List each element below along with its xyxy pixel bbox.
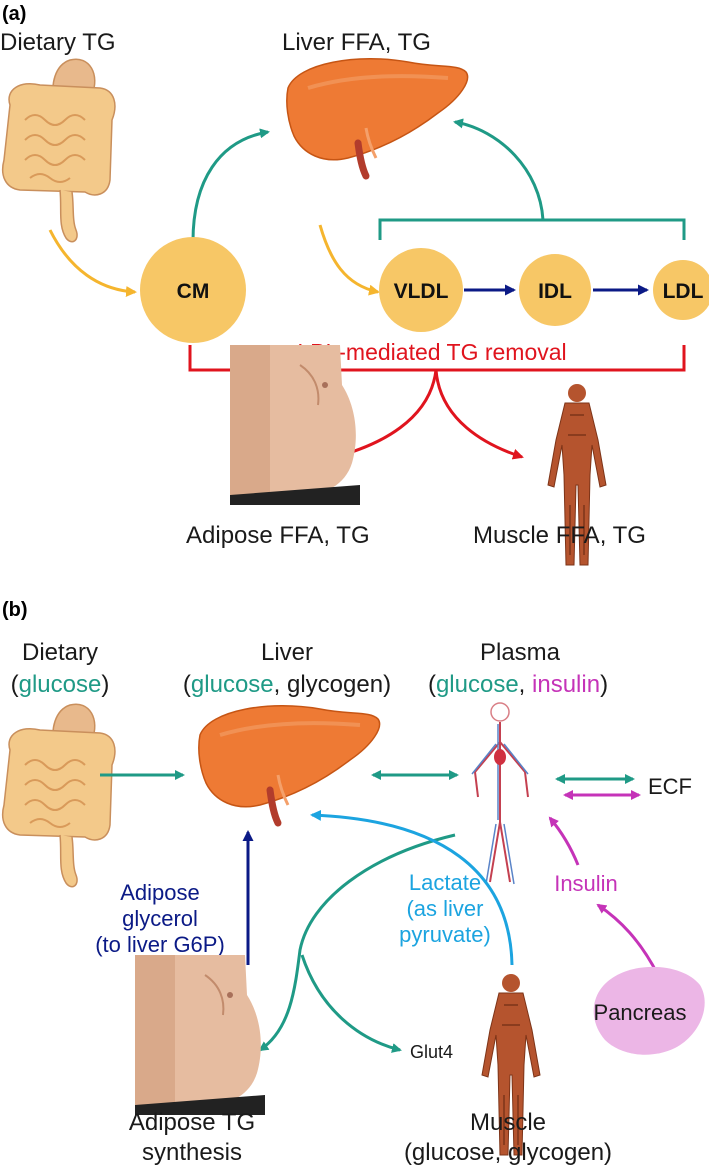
plasma-to-adipose-arrow (258, 833, 456, 1052)
dietary-label: Dietary (22, 639, 98, 666)
dietary-to-cm-arrow (48, 229, 137, 297)
pancreas-icon (593, 966, 705, 1055)
ecf-label: ECF (648, 774, 692, 799)
pancreas-label: Pancreas (594, 1000, 687, 1025)
pancreas-to-insulin-arrow (596, 903, 660, 976)
adipose-tg-line2: synthesis (142, 1139, 242, 1166)
lactate-to-liver-arrow (310, 809, 514, 966)
glut4-label: Glut4 (410, 1042, 453, 1062)
muscle-b-line1: Muscle (470, 1109, 546, 1136)
lpl-label: LPL-mediated TG removal (297, 339, 566, 365)
vldl-node (379, 248, 463, 332)
cm-label: CM (177, 280, 210, 303)
panel-a-label: (a) (2, 3, 26, 25)
intestine-icon (1, 58, 116, 243)
idl-node (519, 254, 591, 326)
insulin-label: Insulin (554, 871, 618, 896)
cm-node (140, 237, 246, 343)
liver-b-label: Liver (261, 639, 313, 666)
plasma-insulin-word: insulin (532, 671, 600, 698)
adipose-tg-line1: Adipose TG (129, 1109, 255, 1136)
cm-to-liver-arrow (191, 128, 270, 246)
insulin-to-plasma-arrow (548, 816, 580, 866)
adipose-glycerol-line3: (to liver G6P) (95, 932, 225, 957)
dietary-glucose-line: (glucose) (11, 671, 110, 698)
vldl-label: VLDL (394, 280, 449, 303)
liver-to-vldl-arrow (318, 224, 380, 296)
ldl-label: LDL (663, 280, 704, 303)
muscle-b-line2: (glucose, glycogen) (404, 1139, 612, 1166)
liver-b-icon (199, 706, 380, 823)
lpl-to-muscle-arrow (434, 369, 524, 460)
intestine-b-icon (1, 703, 116, 888)
plasma-glucose-word: glucose (436, 671, 519, 698)
adipose-ffa-tg-label: Adipose FFA, TG (186, 522, 370, 549)
dietary-tg-label: Dietary TG (0, 29, 116, 56)
lactate-line3: pyruvate) (399, 922, 491, 947)
lipoprotein-to-liver-arrow (453, 118, 545, 221)
idl-label: IDL (538, 280, 572, 303)
adipose-glycerol-line2: glycerol (122, 906, 198, 931)
lactate-line1: Lactate (409, 870, 481, 895)
adipose-belly-icon (229, 344, 361, 506)
liver-icon (287, 59, 468, 176)
liver-ffa-tg-label: Liver FFA, TG (282, 29, 431, 56)
lactate-line2: (as liver (406, 896, 483, 921)
plasma-to-muscle-arrow (300, 954, 402, 1053)
plasma-label: Plasma (480, 639, 561, 666)
adipose-glycerol-line1: Adipose (120, 880, 200, 905)
dietary-glucose-word: glucose (19, 671, 102, 698)
plasma-sub: (glucose, insulin) (428, 671, 608, 698)
liver-glucose-word: glucose (191, 671, 274, 698)
lipoprotein-bracket (378, 218, 686, 240)
liver-b-sub: (glucose, glycogen) (183, 671, 391, 698)
muscle-ffa-tg-label: Muscle FFA, TG (473, 522, 646, 549)
adipose-b-belly-icon (134, 954, 266, 1116)
panel-b-label: (b) (2, 599, 28, 621)
circulation-icon (471, 702, 529, 885)
ldl-node (653, 260, 709, 320)
